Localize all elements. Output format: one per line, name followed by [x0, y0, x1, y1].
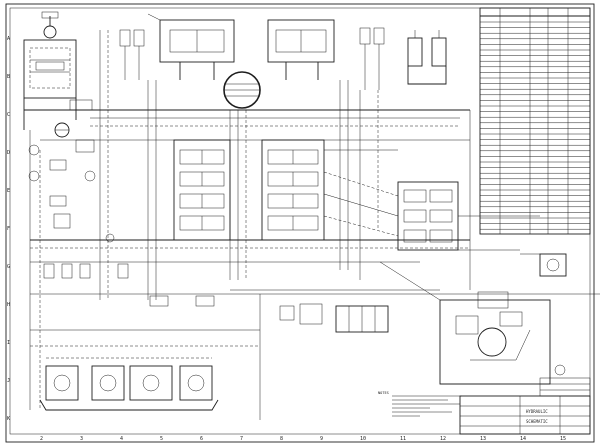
row-letter: I — [7, 340, 10, 346]
row-letter: A — [7, 36, 10, 42]
pump-row-bottom-left — [39, 357, 219, 411]
jack-assembly-top-right — [407, 30, 447, 85]
row-letter: H — [7, 302, 10, 308]
column-number: 10 — [360, 436, 366, 442]
column-number: 2 — [40, 436, 43, 442]
column-number: 8 — [280, 436, 283, 442]
column-number: 9 — [320, 436, 323, 442]
swivel-joint — [223, 71, 261, 109]
column-number-strip: 2 3 4 5 6 7 8 9 10 11 12 13 14 15 — [40, 436, 566, 442]
title-block: HYDRAULIC SCHEMATIC — [459, 395, 591, 435]
vertical-line-runs — [29, 30, 471, 420]
filter-row — [43, 263, 215, 307]
column-number: 6 — [200, 436, 203, 442]
row-letter: K — [7, 416, 10, 422]
row-letter: E — [7, 188, 10, 194]
column-number: 13 — [480, 436, 486, 442]
row-letter: D — [7, 150, 10, 156]
revision-block — [539, 377, 591, 397]
row-letter: G — [7, 264, 10, 270]
column-number: 5 — [160, 436, 163, 442]
cylinder-block-center — [267, 19, 335, 80]
row-letter: B — [7, 74, 10, 80]
column-number: 11 — [400, 436, 406, 442]
row-letter-strip: A B C D E F G H I J K — [7, 36, 10, 422]
sheet-border — [5, 3, 595, 443]
cylinder-block-left — [147, 13, 235, 80]
parts-list-rows — [480, 21, 590, 230]
pressure-line-bus — [24, 109, 600, 347]
title-line-1: HYDRAULIC — [526, 409, 548, 414]
column-number: 4 — [120, 436, 123, 442]
control-valve-stack-right — [261, 139, 325, 241]
column-number: 12 — [440, 436, 446, 442]
valve-bank-bottom-center — [279, 303, 389, 333]
reservoir-pump-assembly — [23, 11, 77, 130]
row-letter: F — [7, 226, 10, 232]
title-line-2: SCHEMATIC — [526, 419, 548, 424]
column-number: 15 — [560, 436, 566, 442]
column-number: 7 — [240, 436, 243, 442]
accumulator-right — [520, 253, 567, 277]
control-valve-stack-left — [173, 139, 231, 241]
actuator-pair-top-left — [119, 29, 145, 80]
notes-block: NOTES — [378, 391, 462, 417]
mid-right-connections — [230, 149, 540, 301]
parts-list-table — [479, 7, 591, 235]
column-number: 3 — [80, 436, 83, 442]
motor-assembly-bottom-right — [439, 291, 566, 385]
row-letter: C — [7, 112, 10, 118]
column-number: 14 — [520, 436, 526, 442]
notes-heading: NOTES — [378, 391, 389, 395]
actuator-pair-top-right — [359, 27, 385, 90]
row-letter: J — [7, 378, 10, 384]
left-valve-column — [28, 99, 115, 243]
